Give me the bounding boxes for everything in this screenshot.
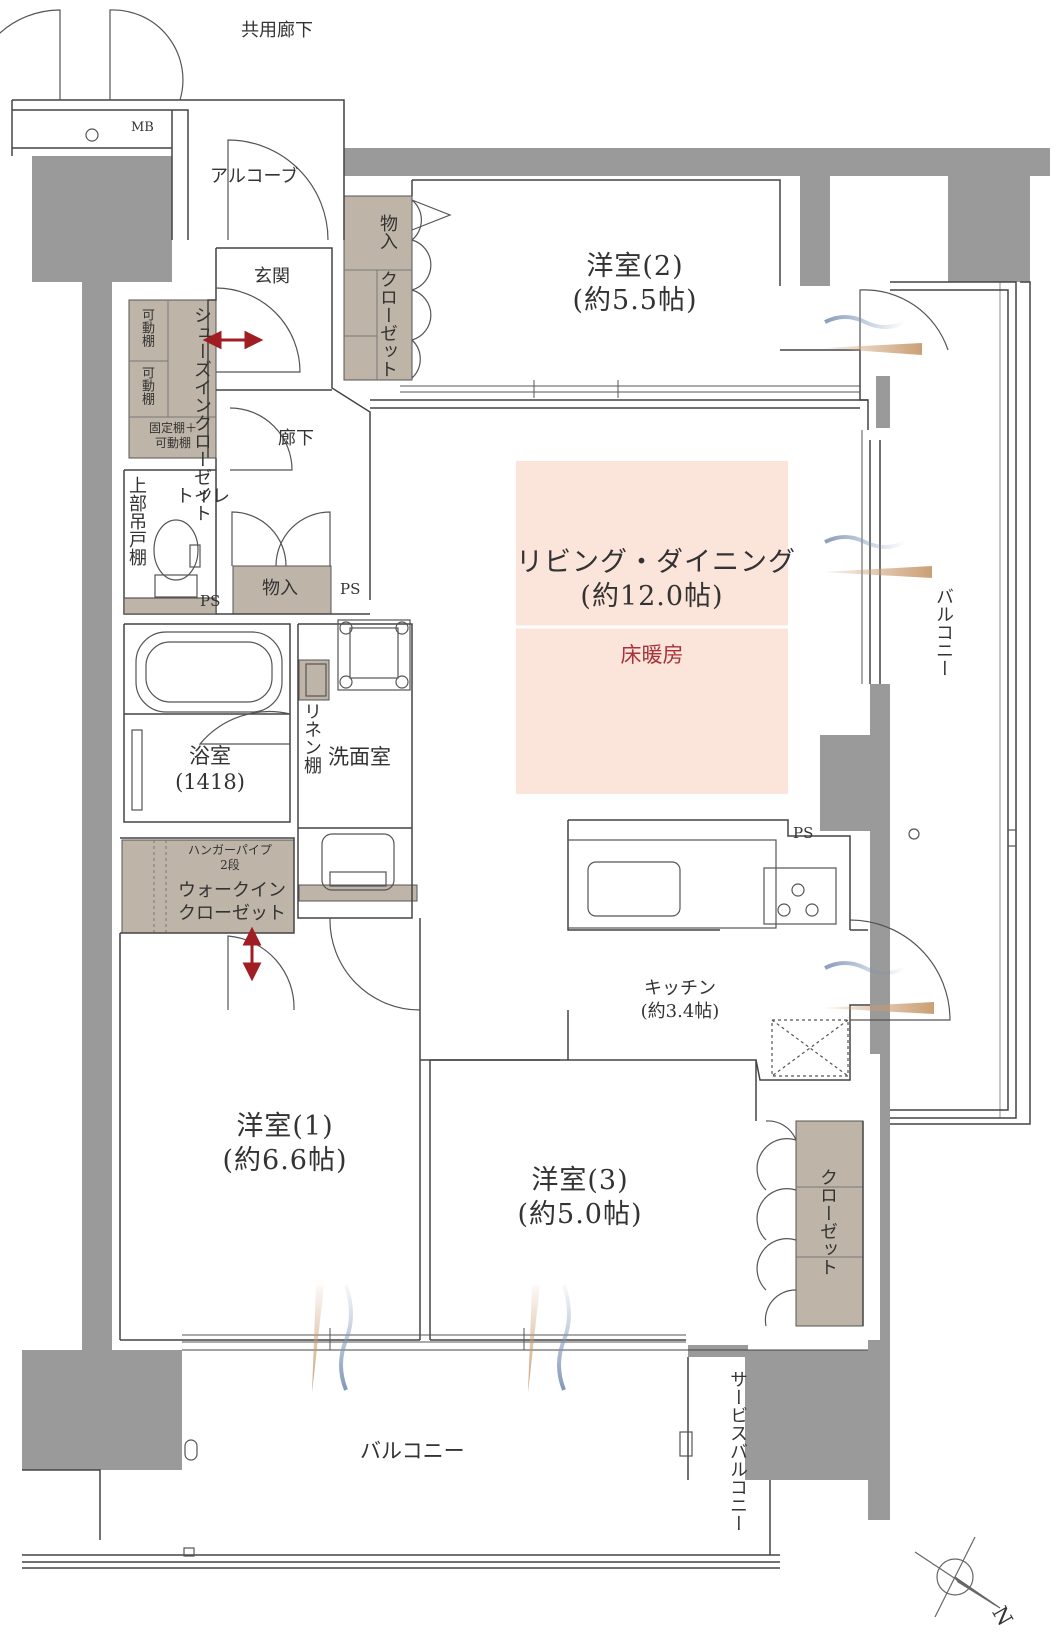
room3-label: 洋室(3) (約5.0帖) <box>490 1164 670 1232</box>
room2-storage-label: 物入 <box>377 214 398 250</box>
common-corridor-label: 共用廊下 <box>241 20 313 41</box>
bath-label: 浴室 (1418) <box>160 743 260 796</box>
genkan-label: 玄関 <box>254 266 290 287</box>
hallway-label: 廊下 <box>278 428 314 449</box>
room1-size: (約6.6帖) <box>222 1144 348 1176</box>
room1-name: 洋室(1) <box>236 1111 334 1142</box>
walkin-closet-label: ウォークイン クローゼット <box>170 880 294 925</box>
hanger-pipe-line1: ハンガーパイプ <box>188 843 272 857</box>
hall-storage-label: 物入 <box>262 578 298 599</box>
walkin-line1: ウォークイン <box>178 880 286 901</box>
alcove-label: アルコーブ <box>210 166 299 187</box>
room2-size: (約5.5帖) <box>572 284 698 316</box>
adjustable-shelf-1: 可動棚 <box>139 308 154 347</box>
fixed-shelf-line1: 固定棚＋ <box>148 421 197 435</box>
hanger-pipe-label: ハンガーパイプ 2段 <box>170 843 290 873</box>
storage-fills <box>121 195 864 1327</box>
room1-label: 洋室(1) (約6.6帖) <box>195 1110 375 1178</box>
adjustable-shelf-2: 可動棚 <box>139 366 154 405</box>
room2-label: 洋室(2) (約5.5帖) <box>545 250 725 318</box>
bath-size: (1418) <box>175 770 245 795</box>
living-name: リビング・ダイニング <box>516 547 796 578</box>
compass-icon <box>914 1536 1001 1618</box>
kitchen-label: キッチン (約3.4帖) <box>620 978 740 1023</box>
kitchen-size: (約3.4帖) <box>640 1000 720 1022</box>
room3-size: (約5.0帖) <box>517 1198 643 1230</box>
access-arrows <box>202 330 264 982</box>
ventilation-marks <box>312 315 934 1393</box>
linen-shelf-label: リネン棚 <box>301 702 322 774</box>
doors <box>0 9 951 1327</box>
bath-name: 浴室 <box>189 744 231 768</box>
living-label: リビング・ダイニング (約12.0帖) <box>516 546 796 614</box>
hanger-pipe-line2: 2段 <box>220 858 240 872</box>
east-balcony-label: バルコニー <box>933 587 954 677</box>
south-balcony-label: バルコニー <box>360 1439 465 1463</box>
room2-name: 洋室(2) <box>586 251 684 282</box>
fixtures <box>85 128 1017 1557</box>
structural-walls <box>22 148 1050 1520</box>
washroom-label: 洗面室 <box>328 745 391 769</box>
living-size: (約12.0帖) <box>580 580 724 612</box>
shoe-closet-label: シューズインクローゼット <box>191 306 212 522</box>
floor-heating-label: 床暖房 <box>620 643 684 667</box>
interior-walls <box>11 99 1031 1569</box>
upper-cabinet-label: 上部吊戸棚 <box>126 476 147 566</box>
mb-label: MB <box>131 120 154 135</box>
fixed-shelf-line2: 可動棚 <box>154 436 191 450</box>
room3-closet-label: クローゼット <box>817 1168 838 1276</box>
walkin-line2: クローゼット <box>178 902 286 924</box>
kitchen-name: キッチン <box>644 978 716 999</box>
hall-ps-label: PS <box>340 580 361 598</box>
room2-closet-label: クローゼット <box>377 270 398 378</box>
service-balcony-label: サービスバルコニー <box>727 1370 748 1532</box>
toilet-ps-label: PS <box>200 592 221 610</box>
windows <box>182 380 863 1350</box>
room3-name: 洋室(3) <box>531 1165 629 1196</box>
fixed-shelf-label: 固定棚＋ 可動棚 <box>132 421 214 451</box>
kitchen-ps-label: PS <box>793 824 814 842</box>
toilet-label: トイレ <box>176 486 230 507</box>
